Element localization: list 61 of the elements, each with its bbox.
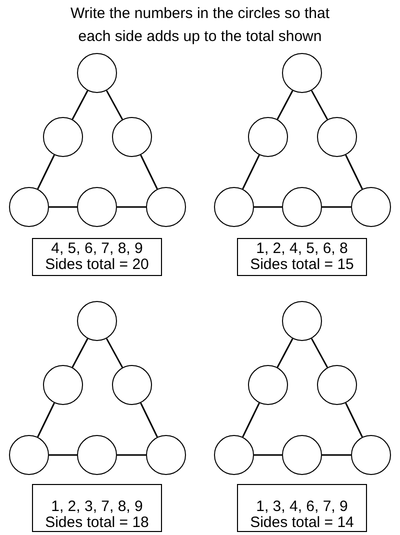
clue-box — [32, 238, 162, 276]
answer-circle — [112, 117, 152, 157]
answer-circle — [43, 365, 83, 405]
connector-line — [310, 90, 328, 120]
connector-line — [242, 154, 260, 190]
answer-circle — [77, 435, 117, 475]
connector-line — [140, 402, 158, 438]
sides-total-text: Sides total = 18 — [45, 515, 149, 531]
answer-circle — [317, 365, 357, 405]
answer-circle — [282, 435, 322, 475]
connector-line — [310, 338, 328, 368]
answer-circle — [112, 365, 152, 405]
answer-circle — [77, 301, 117, 341]
connector-line — [37, 154, 55, 190]
number-list: 4, 5, 6, 7, 8, 9 — [51, 241, 143, 257]
answer-circle — [77, 187, 117, 227]
answer-circle — [146, 187, 186, 227]
connector-line — [117, 206, 146, 208]
connector-line — [254, 206, 282, 208]
connector-line — [49, 454, 77, 456]
connector-line — [276, 90, 294, 120]
connector-line — [72, 90, 88, 120]
sides-total-text: Sides total = 14 — [250, 515, 354, 531]
answer-circle — [146, 435, 186, 475]
sides-total-text: Sides total = 20 — [45, 257, 149, 273]
clue-box — [237, 484, 367, 532]
instruction-text: Write the numbers in the circles so that each side adds up to the total shown — [70, 4, 330, 47]
connector-line — [322, 454, 351, 456]
clue-box — [32, 484, 162, 532]
connector-line — [140, 154, 158, 190]
answer-circle — [282, 301, 322, 341]
answer-circle — [9, 187, 49, 227]
connector-line — [254, 454, 282, 456]
number-list: 1, 2, 4, 5, 6, 8 — [256, 241, 348, 257]
answer-circle — [351, 435, 391, 475]
answer-circle — [351, 187, 391, 227]
answer-circle — [317, 117, 357, 157]
connector-line — [106, 90, 124, 120]
connector-line — [106, 338, 124, 368]
answer-circle — [43, 117, 83, 157]
connector-line — [37, 402, 55, 438]
answer-circle — [214, 435, 254, 475]
connector-line — [322, 206, 351, 208]
answer-circle — [77, 53, 117, 93]
connector-line — [117, 454, 146, 456]
connector-line — [72, 338, 88, 368]
answer-circle — [248, 365, 288, 405]
connector-line — [345, 154, 363, 190]
connector-line — [345, 402, 363, 438]
connector-line — [276, 338, 294, 368]
clue-box — [237, 238, 367, 276]
number-list: 1, 3, 4, 6, 7, 9 — [256, 499, 348, 515]
answer-circle — [282, 187, 322, 227]
sides-total-text: Sides total = 15 — [250, 257, 354, 273]
number-list: 1, 2, 3, 7, 8, 9 — [51, 499, 143, 515]
answer-circle — [248, 117, 288, 157]
answer-circle — [282, 53, 322, 93]
answer-circle — [9, 435, 49, 475]
connector-line — [242, 402, 260, 438]
answer-circle — [214, 187, 254, 227]
connector-line — [49, 206, 77, 208]
